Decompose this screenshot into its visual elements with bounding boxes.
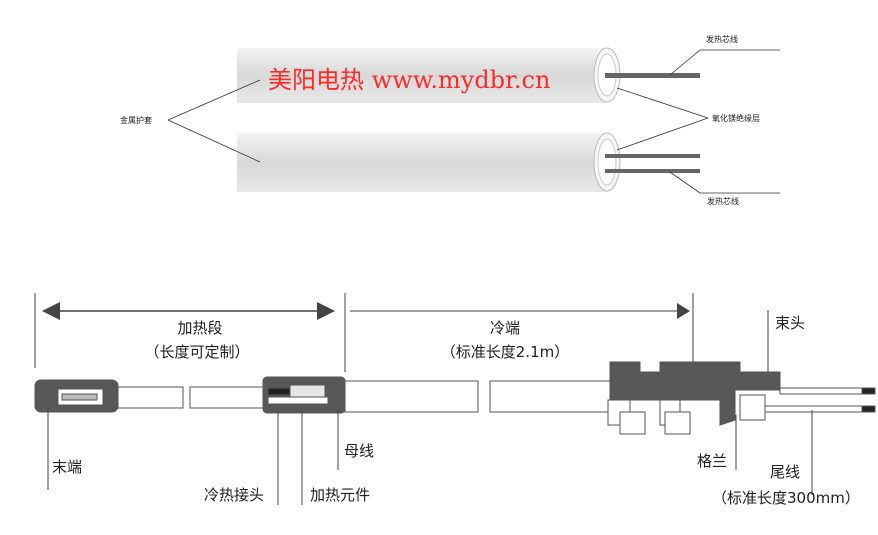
label-core-wire-top: 发热芯线 bbox=[706, 34, 738, 44]
arrow-right-icon bbox=[317, 302, 335, 320]
twin-core-cable bbox=[237, 132, 700, 192]
arrow-left-icon bbox=[42, 302, 60, 320]
label-metal-sheath: 金属护套 bbox=[120, 115, 152, 125]
watermark: 美阳电热 www.mydbr.cn bbox=[268, 66, 550, 94]
leader-lines-top bbox=[167, 49, 780, 194]
cable-assembly bbox=[34, 361, 876, 435]
label-tail-wire: 尾线 bbox=[770, 463, 800, 481]
leader-lines-bottom bbox=[47, 405, 813, 505]
label-heating-section-note: （长度可定制） bbox=[144, 343, 249, 361]
arrow-right-icon bbox=[677, 303, 690, 319]
label-tip-end: 末端 bbox=[52, 458, 82, 476]
label-gland: 格兰 bbox=[697, 452, 727, 470]
label-bundle-head: 束头 bbox=[775, 314, 805, 332]
label-cold-hot-joint: 冷热接头 bbox=[204, 486, 264, 504]
label-mgo-insulation: 氧化镁绝缘层 bbox=[712, 113, 760, 123]
label-core-wire-bottom: 发热芯线 bbox=[707, 196, 739, 206]
label-heating-section: 加热段 bbox=[177, 319, 222, 337]
label-heating-element: 加热元件 bbox=[310, 486, 370, 504]
single-core-cable bbox=[237, 47, 700, 103]
label-busbar: 母线 bbox=[344, 442, 374, 460]
label-cold-end: 冷端 bbox=[490, 319, 520, 337]
label-cold-end-note: （标准长度2.1m） bbox=[441, 343, 569, 361]
dimension-lines bbox=[34, 293, 769, 375]
label-tail-wire-note: （标准长度300mm） bbox=[712, 489, 860, 507]
